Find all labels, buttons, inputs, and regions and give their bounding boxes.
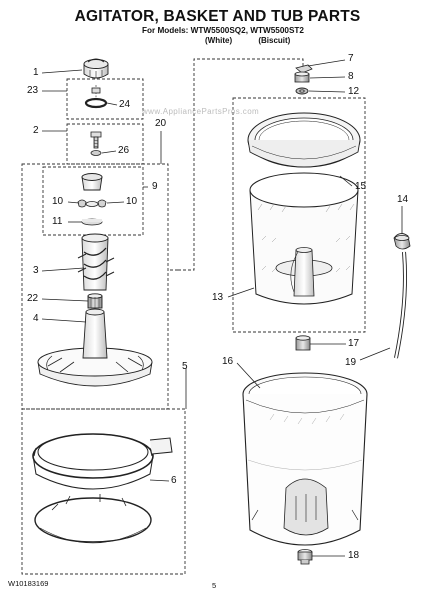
part-dogs <box>77 199 107 208</box>
callout-16[interactable]: 16 <box>222 356 234 367</box>
model-variants: (White) (Biscuit) <box>205 37 290 45</box>
group-box-basket <box>232 97 366 333</box>
callout-12[interactable]: 12 <box>348 86 360 97</box>
part-agitator-cam <box>81 173 103 191</box>
part-pump-hose <box>394 251 407 359</box>
callout-3[interactable]: 3 <box>33 265 39 276</box>
group-box-5 <box>21 408 186 575</box>
part-balance-ring <box>247 112 361 168</box>
callout-26[interactable]: 26 <box>118 145 130 156</box>
group-box-2 <box>66 123 144 165</box>
part-basket-seal <box>294 71 310 83</box>
part-basket <box>249 172 359 305</box>
part-cap-seal <box>84 85 108 109</box>
part-basket-washer <box>295 87 309 95</box>
callout-15[interactable]: 15 <box>355 181 367 192</box>
part-hose-clamp <box>393 233 411 250</box>
callout-1[interactable]: 1 <box>33 67 39 78</box>
page-number: 5 <box>212 581 217 590</box>
callout-leaders <box>41 59 403 557</box>
part-cam-retainer <box>81 218 103 226</box>
part-agitator-cap <box>83 58 109 79</box>
group-connector <box>178 58 304 271</box>
callout-18[interactable]: 18 <box>348 550 360 561</box>
callout-23[interactable]: 23 <box>27 85 39 96</box>
callout-4[interactable]: 4 <box>33 313 39 324</box>
variant-biscuit: (Biscuit) <box>258 36 291 45</box>
callout-24[interactable]: 24 <box>119 99 131 110</box>
part-agitator-bolt <box>90 131 102 156</box>
document-number: W10183169 <box>8 579 49 588</box>
part-agitator-base <box>37 308 153 387</box>
part-drive-hub <box>295 335 311 351</box>
callout-17[interactable]: 17 <box>348 338 360 349</box>
callout-2[interactable]: 2 <box>33 125 39 136</box>
models-line: For Models: WTW5500SQ2, WTW5500ST2 <box>142 26 304 35</box>
callout-11[interactable]: 11 <box>52 216 63 227</box>
part-tub-fitting <box>297 549 313 565</box>
part-cap-clip <box>91 87 101 94</box>
callout-5[interactable]: 5 <box>182 361 188 372</box>
part-snubber-ring <box>34 494 152 544</box>
diagram-title: AGITATOR, BASKET AND TUB PARTS <box>74 8 361 25</box>
callout-22[interactable]: 22 <box>27 293 39 304</box>
part-agitator-auger <box>77 233 115 291</box>
group-box-20 <box>21 163 169 410</box>
callout-13[interactable]: 13 <box>212 292 224 303</box>
part-agitator-bushing <box>87 293 103 309</box>
variant-white: (White) <box>205 36 233 45</box>
callout-19[interactable]: 19 <box>345 357 357 368</box>
callout-8[interactable]: 8 <box>348 71 354 82</box>
group-box-23 <box>66 78 144 120</box>
callout-9[interactable]: 9 <box>152 181 158 192</box>
part-tub-ring <box>32 433 173 490</box>
part-outer-tub <box>242 372 368 546</box>
callout-7[interactable]: 7 <box>348 53 354 64</box>
callout-14[interactable]: 14 <box>397 194 409 205</box>
callout-10-left[interactable]: 10 <box>52 196 64 207</box>
part-spanner-nut <box>295 64 313 74</box>
callout-20[interactable]: 20 <box>155 118 167 129</box>
callout-6[interactable]: 6 <box>171 475 177 486</box>
watermark-text: www.AppliancePartsPros.com <box>142 107 260 116</box>
callout-10-right[interactable]: 10 <box>126 196 138 207</box>
